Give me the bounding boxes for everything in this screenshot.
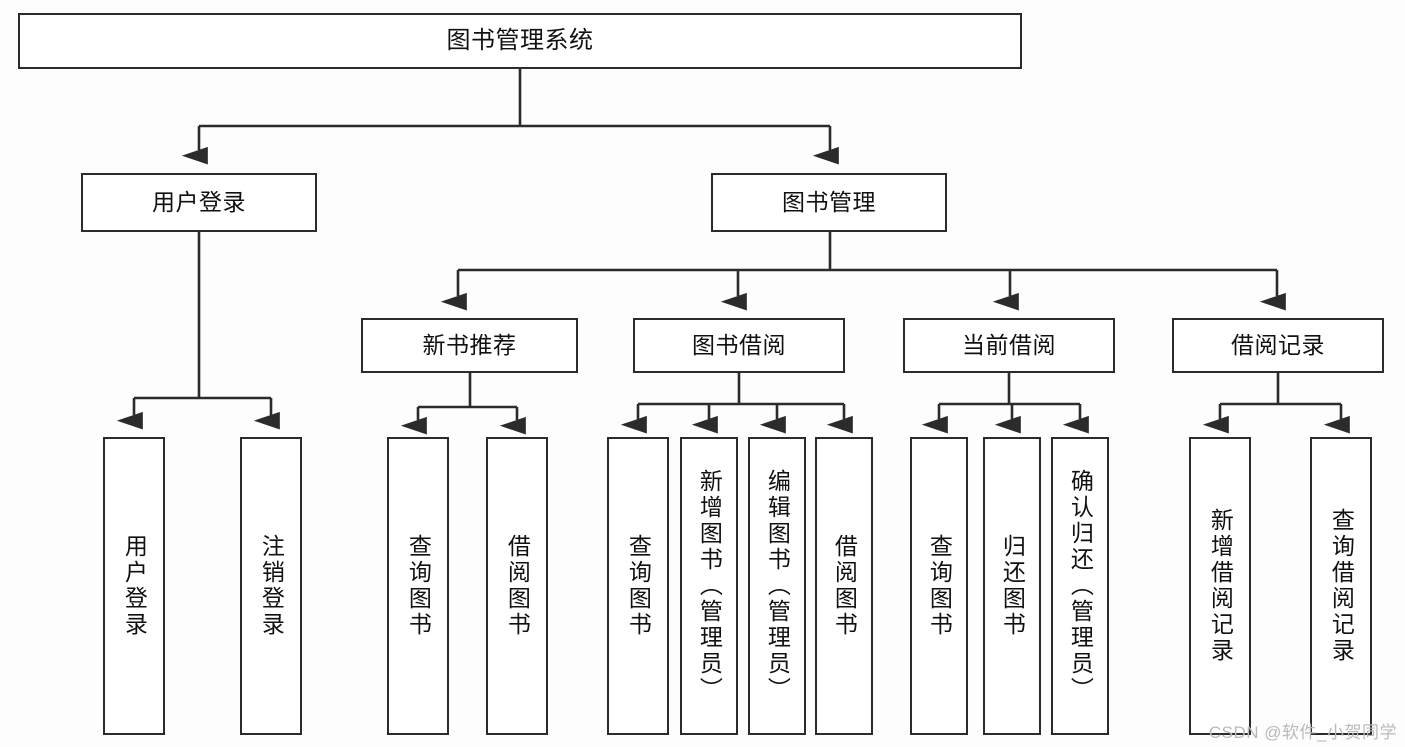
leaf-borrow-book-label: 借阅图书: [831, 534, 858, 638]
leaf-add-book-admin-label: 新增图书（管理员）: [696, 469, 723, 703]
leaf-return-book[interactable]: 归还图书: [983, 437, 1041, 735]
leaf-confirm-return-admin-label: 确认归还（管理员）: [1067, 469, 1094, 703]
leaf-borrow-book-recommend-label: 借阅图书: [504, 534, 531, 638]
node-borrow-record-label: 借阅记录: [1231, 332, 1325, 359]
leaf-query-borrow-record-label: 查询借阅记录: [1328, 508, 1355, 664]
node-root-label: 图书管理系统: [446, 27, 594, 54]
node-book-management[interactable]: 图书管理: [711, 173, 947, 232]
node-current-borrow-label: 当前借阅: [962, 332, 1056, 359]
node-borrow-record[interactable]: 借阅记录: [1172, 318, 1384, 373]
node-user-login-label: 用户登录: [152, 189, 246, 216]
leaf-query-book-current-label: 查询图书: [926, 534, 953, 638]
node-root[interactable]: 图书管理系统: [18, 13, 1022, 69]
leaf-query-book-recommend-label: 查询图书: [405, 534, 432, 638]
node-new-book-recommend[interactable]: 新书推荐: [361, 318, 578, 373]
leaf-user-login-label: 用户登录: [121, 534, 148, 638]
leaf-add-borrow-record-label: 新增借阅记录: [1207, 508, 1234, 664]
leaf-edit-book-admin[interactable]: 编辑图书（管理员）: [748, 437, 806, 735]
leaf-return-book-label: 归还图书: [999, 534, 1026, 638]
leaf-query-book-current[interactable]: 查询图书: [910, 437, 968, 735]
leaf-user-login[interactable]: 用户登录: [103, 437, 165, 735]
leaf-logout-login[interactable]: 注销登录: [240, 437, 302, 735]
node-book-management-label: 图书管理: [782, 189, 876, 216]
leaf-confirm-return-admin[interactable]: 确认归还（管理员）: [1051, 437, 1109, 735]
node-current-borrow[interactable]: 当前借阅: [903, 318, 1115, 373]
node-user-login[interactable]: 用户登录: [81, 173, 317, 232]
watermark: CSDN @软件_小贺同学: [1208, 723, 1397, 742]
leaf-add-borrow-record[interactable]: 新增借阅记录: [1189, 437, 1251, 735]
leaf-query-borrow-record[interactable]: 查询借阅记录: [1310, 437, 1372, 735]
leaf-query-book-borrow[interactable]: 查询图书: [607, 437, 669, 735]
node-book-borrow[interactable]: 图书借阅: [633, 318, 845, 373]
node-new-book-recommend-label: 新书推荐: [422, 332, 517, 359]
leaf-borrow-book-recommend[interactable]: 借阅图书: [486, 437, 548, 735]
leaf-logout-login-label: 注销登录: [258, 534, 285, 638]
leaf-edit-book-admin-label: 编辑图书（管理员）: [764, 469, 791, 703]
node-book-borrow-label: 图书借阅: [692, 332, 786, 359]
leaf-borrow-book[interactable]: 借阅图书: [815, 437, 873, 735]
leaf-add-book-admin[interactable]: 新增图书（管理员）: [680, 437, 738, 735]
leaf-query-book-borrow-label: 查询图书: [625, 534, 652, 638]
leaf-query-book-recommend[interactable]: 查询图书: [387, 437, 449, 735]
